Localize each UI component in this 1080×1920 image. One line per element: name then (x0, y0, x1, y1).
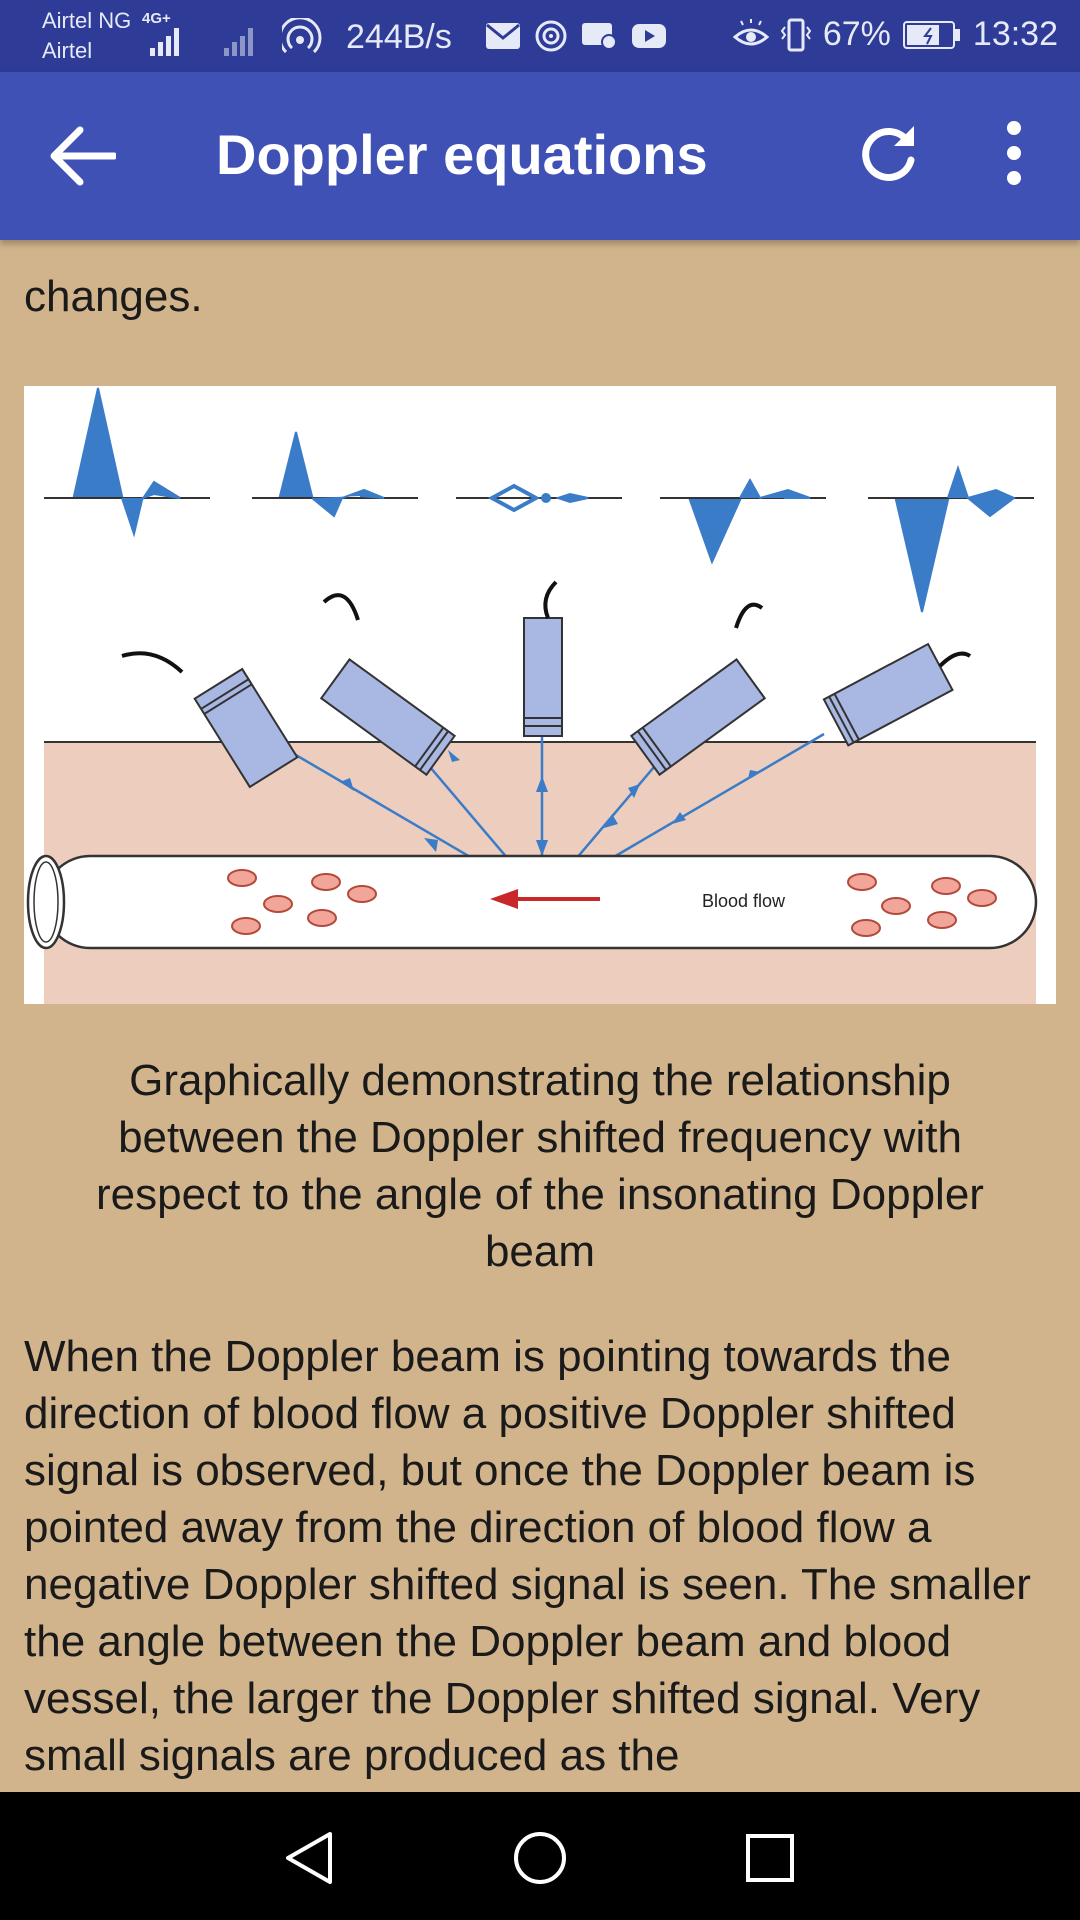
probe-2 (319, 658, 457, 777)
network-type: 4G+ (142, 10, 171, 27)
cast-icon (535, 20, 567, 52)
battery-icon (902, 20, 960, 49)
doppler-probes (121, 580, 972, 789)
waveform-small-negative (688, 499, 742, 565)
probe-3 (523, 617, 563, 737)
doppler-diagram: Blood flow (26, 387, 1038, 1004)
body-paragraph: When the Doppler beam is pointing toward… (24, 1332, 1031, 1780)
notification-icons (485, 20, 667, 52)
home-circle-icon[interactable] (508, 1826, 572, 1890)
probe-5 (822, 642, 954, 747)
waveform-large-negative (894, 499, 950, 613)
more-options-icon[interactable] (1000, 120, 1028, 186)
status-bar: Airtel NG Airtel 4G+ 244B/s (0, 0, 1080, 72)
data-speed: 244B/s (346, 18, 452, 56)
blood-cells (227, 869, 997, 937)
mail-icon (486, 23, 520, 49)
vibrate-icon (780, 18, 811, 51)
waveform-small-negative-tail (739, 477, 811, 500)
waveform-small-positive-tail (311, 488, 385, 518)
status-right: 67% 13:32 (732, 15, 1058, 54)
signal-group (150, 14, 322, 58)
intro-text: changes. (24, 272, 203, 321)
page-title: Doppler equations (216, 123, 708, 186)
blood-flow-arrow (490, 889, 600, 909)
probe-4 (629, 658, 767, 777)
recents-square-icon[interactable] (738, 1826, 802, 1890)
waveform-zero-tail (554, 492, 589, 504)
waveform-large-positive (72, 387, 124, 497)
back-triangle-icon[interactable] (280, 1826, 344, 1890)
beam-arrowheads (340, 750, 760, 856)
waveform-small-positive (278, 431, 314, 497)
signal-icon (150, 28, 179, 56)
probe-1 (193, 667, 299, 789)
hotspot-icon (282, 18, 322, 54)
carrier-info: Airtel NG Airtel (42, 6, 131, 66)
waveform-large-negative-tail (947, 464, 1016, 518)
back-arrow-icon[interactable] (50, 124, 116, 188)
signal-icon (224, 28, 253, 56)
blood-vessel (26, 854, 1038, 950)
carrier-name-primary: Airtel NG (42, 8, 132, 33)
app-bar: Doppler equations (0, 72, 1080, 240)
doppler-waveforms (72, 387, 1016, 613)
figure-caption: Graphically demonstrating the relationsh… (96, 1056, 984, 1276)
vessel-label: Blood flow (702, 891, 786, 911)
carrier-name-secondary: Airtel (42, 38, 93, 63)
waveform-zero (487, 483, 541, 513)
waveform-large-positive-tail (121, 480, 181, 538)
youtube-icon (632, 24, 666, 48)
doppler-angle-figure: Blood flow (24, 386, 1056, 1004)
refresh-icon[interactable] (858, 122, 920, 184)
clock: 13:32 (972, 15, 1058, 53)
navigation-bar (0, 1792, 1080, 1920)
waveform-zero-dot (541, 493, 551, 503)
article-content[interactable]: changes. (0, 240, 1080, 1792)
battery-percent: 67% (822, 15, 891, 53)
eye-icon (732, 18, 769, 45)
notification-icon (582, 23, 617, 50)
